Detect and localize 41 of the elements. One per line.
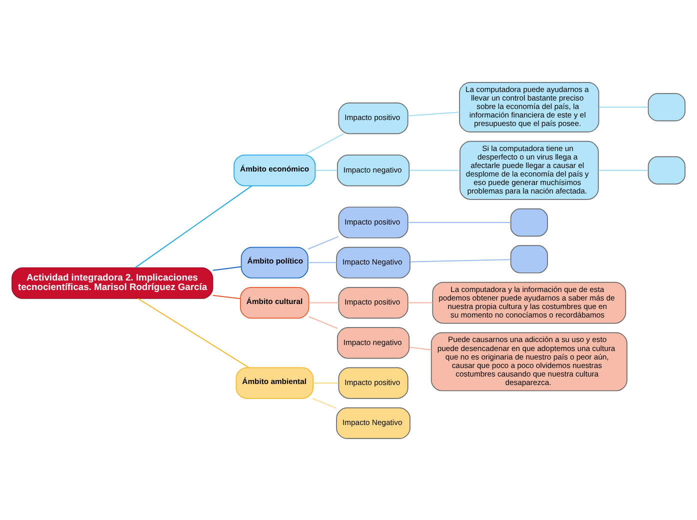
connector bbox=[410, 169, 460, 170]
node-box: Ámbito cultural bbox=[240, 286, 310, 318]
node-box: Impacto positivo bbox=[338, 206, 408, 238]
connector bbox=[598, 169, 648, 170]
node-box: Ámbito ambiental bbox=[236, 366, 314, 398]
node-box: Ámbito político bbox=[240, 246, 308, 278]
connector bbox=[212, 266, 242, 270]
connector bbox=[212, 294, 240, 299]
connector bbox=[315, 169, 338, 170]
connector bbox=[408, 302, 433, 303]
connector bbox=[304, 132, 344, 155]
connector bbox=[599, 106, 648, 108]
connector bbox=[409, 346, 432, 350]
node-box: Impacto positivo bbox=[338, 102, 408, 134]
connector bbox=[308, 302, 339, 303]
node-box bbox=[648, 156, 686, 184]
node-box: Ámbito económico bbox=[234, 154, 316, 186]
node-box: Impacto negativo bbox=[336, 326, 410, 358]
connector bbox=[308, 316, 338, 328]
node-box bbox=[648, 92, 686, 121]
connector bbox=[313, 382, 338, 384]
node-box: Impacto Negativo bbox=[336, 406, 410, 439]
node-box bbox=[510, 244, 548, 273]
connector bbox=[410, 258, 511, 262]
connector bbox=[408, 221, 510, 222]
node-box: La computadora puede ayudarnos a llevar un control bastante preciso sobre la economía del país, la información financiera de este y el presupuesto que el país posee. bbox=[459, 81, 600, 132]
connector bbox=[138, 298, 250, 368]
connector bbox=[134, 184, 252, 268]
node-box: La computadora y la información que de esta podemos obtener puede ayudarnos a saber más de nuestra propia cultura y las costumbres que en su momento no conocíamos o recordábamos bbox=[432, 281, 626, 324]
connector bbox=[308, 236, 339, 250]
connector bbox=[312, 398, 337, 408]
node-box: Impacto Negativo bbox=[336, 246, 410, 278]
node-box: Impacto positivo bbox=[338, 366, 408, 398]
node-box: Si la computadora tiene un desperfecto o un virus llega a afectarle puede llegar a causar el desplome de la economía del país y eso puede generar muchísimos problemas para la nación afectada. bbox=[460, 140, 599, 200]
node-box: Impacto negativo bbox=[336, 154, 410, 186]
node-box: Impacto positivo bbox=[338, 286, 408, 318]
connector bbox=[308, 262, 336, 263]
connector bbox=[408, 111, 460, 116]
node-box: Actividad integradora 2. Implicaciones tecnocientíficas. Marisol Rodríguez García bbox=[12, 266, 214, 298]
node-box: Puede causarnos una adicción a su uso y esto puede desencadenar en que adoptemos una cultura que no es originaria de nuestro país o peor aún, causar que poco a poco olvidemos nuestras costumbres causando que nuestra cultura desaparezca. bbox=[430, 332, 628, 391]
node-box bbox=[510, 208, 548, 236]
